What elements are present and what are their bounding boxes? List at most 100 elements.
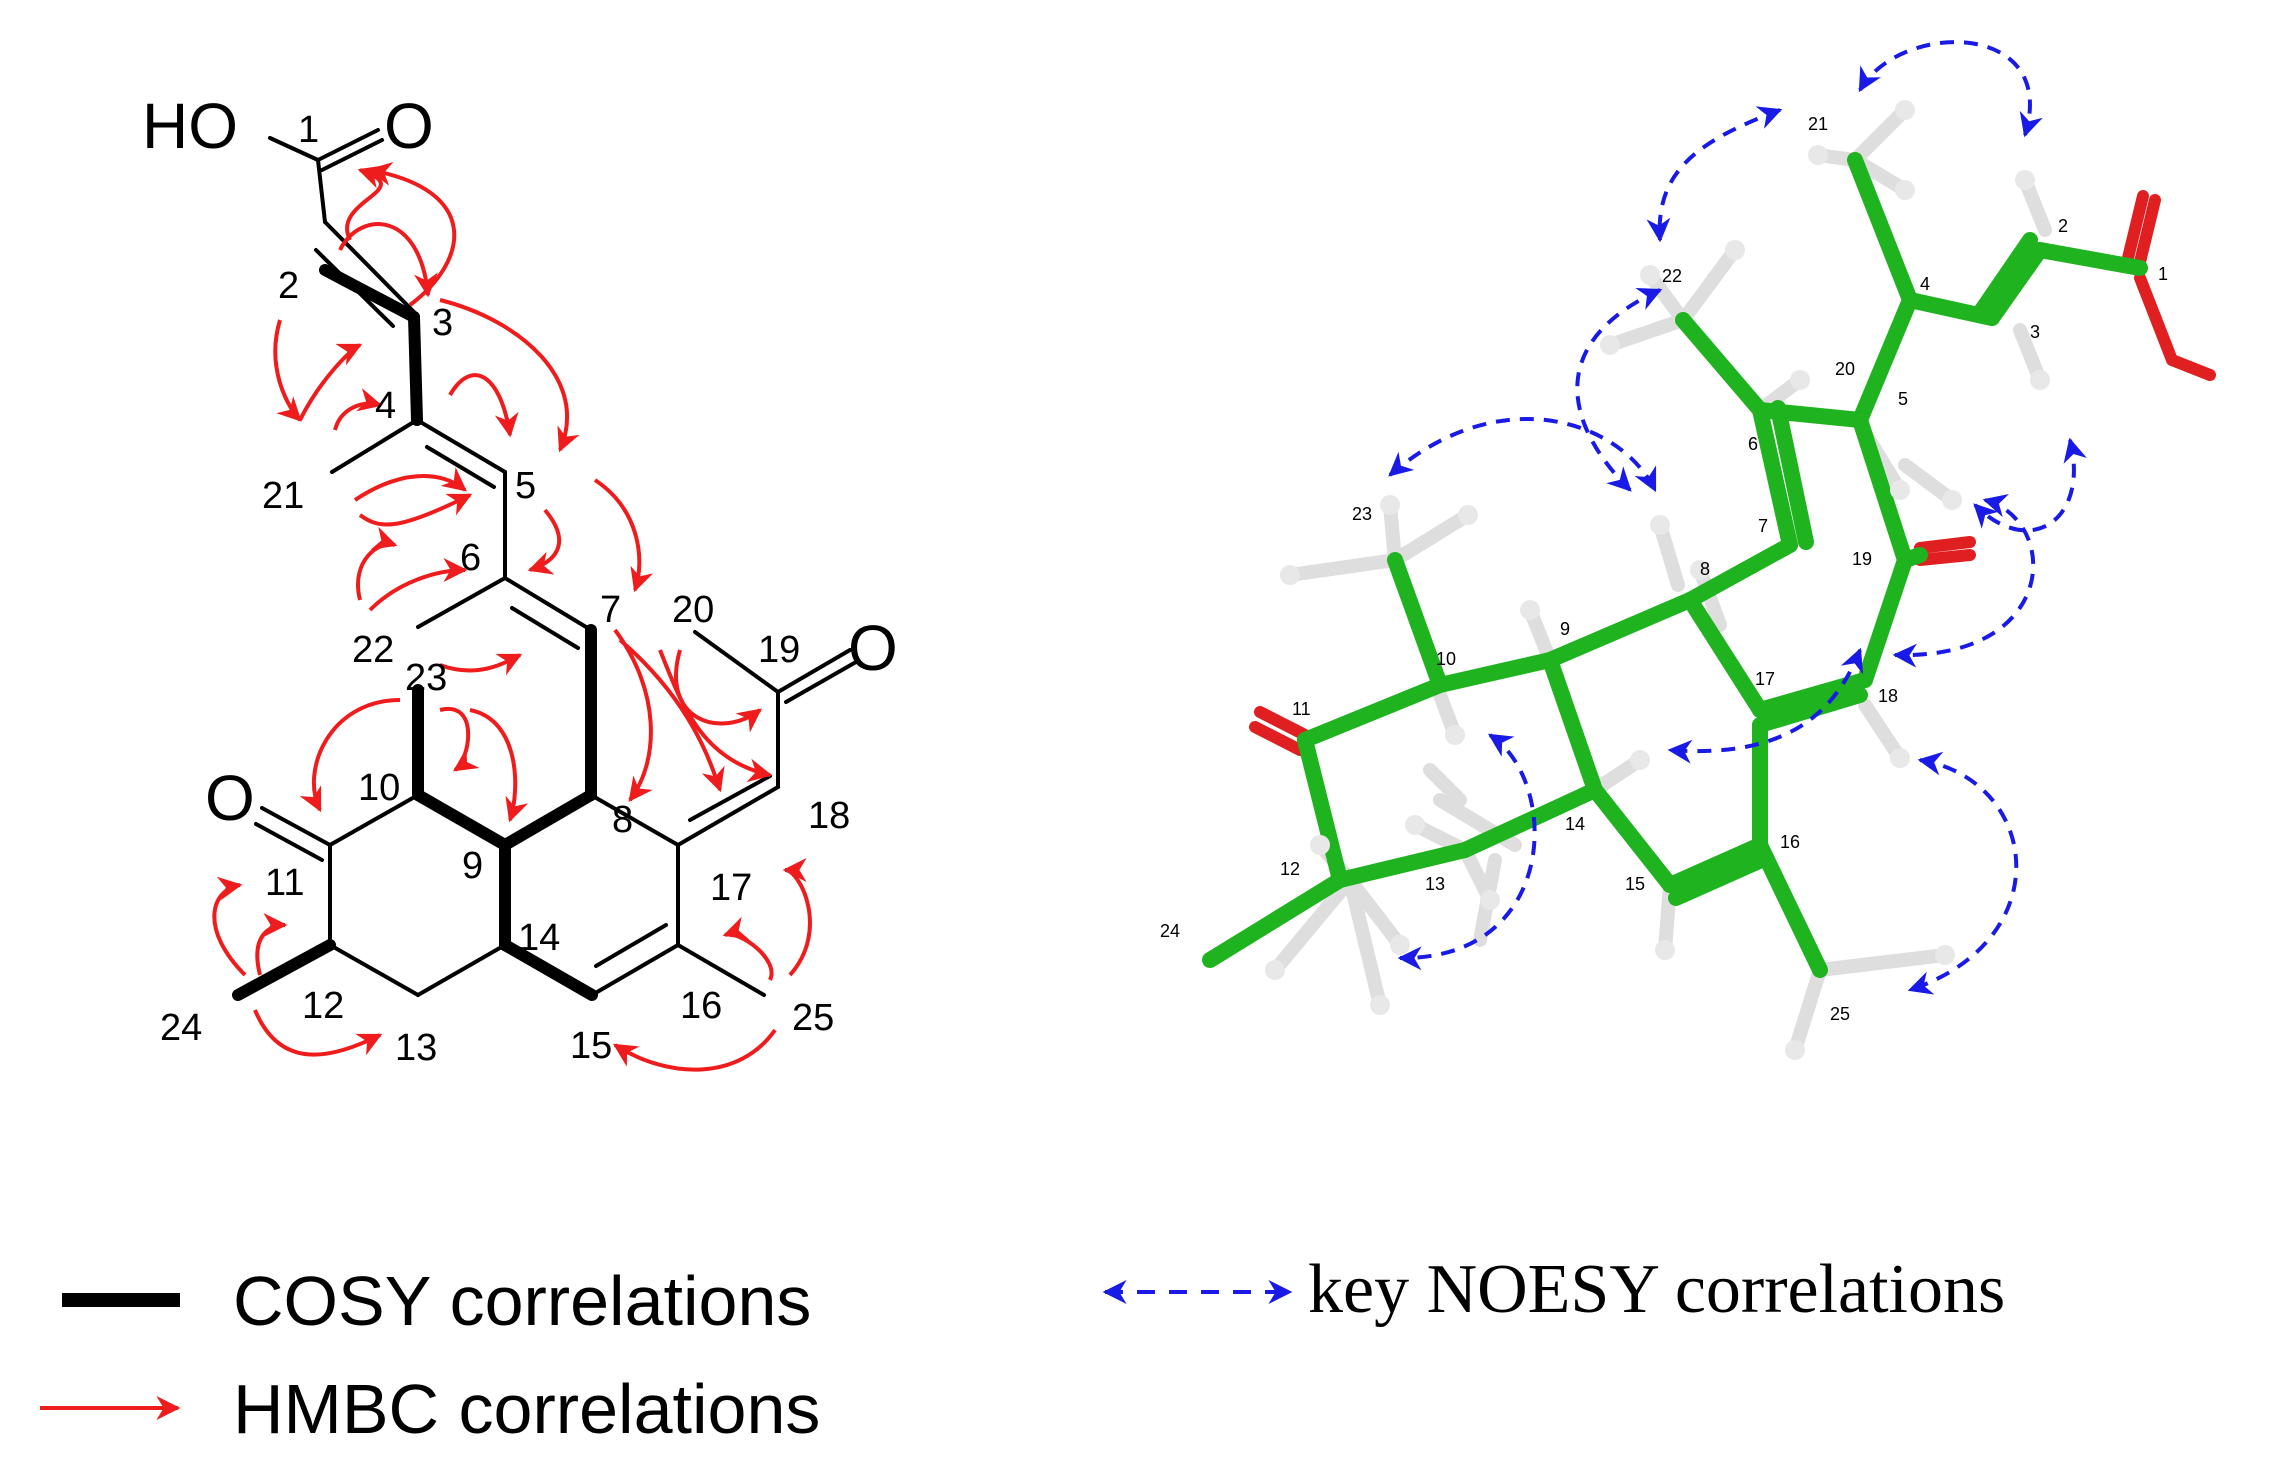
hmbc-arrow [527,508,562,575]
atom-label-1: 1 [298,109,319,151]
hmbc-arrow [612,1028,777,1072]
atom-label-12: 12 [302,985,344,1027]
noesy-arrows [1388,40,2087,995]
atom-label-7: 7 [600,589,621,631]
hmbc-arrow [618,638,725,793]
atom-label-18: 18 [808,795,850,837]
noesy-arrow [1907,751,2019,995]
legend-cosy-label: COSY correlations [233,1262,811,1340]
hmbc-arrow [782,858,812,977]
model-atom-label-1: 1 [2158,264,2168,284]
model-atom-label-5: 5 [1898,389,1908,409]
hydroxyl-label: HO [142,90,238,162]
atom-label-25: 25 [792,997,834,1039]
noesy-arrow [1858,40,2043,138]
hmbc-arrow [255,913,288,976]
thin-bonds [254,128,858,997]
legend: COSY correlations HMBC correlations key … [40,1251,2005,1448]
model-atom-label-23: 23 [1352,504,1372,524]
hmbc-arrow [367,162,457,307]
model-atom-label-25: 25 [1830,1004,1850,1024]
atom-label-23: 23 [405,657,447,699]
atom-label-5: 5 [515,465,536,507]
noesy-arrow [1646,106,1783,243]
hmbc-arrow [298,343,363,421]
noesy-arrow [1575,288,1663,492]
atom-label-9: 9 [462,845,483,887]
atom-label-20: 20 [672,589,714,631]
hmbc-arrow [469,708,529,823]
model-atom-label-3: 3 [2030,322,2040,342]
model-atom-label-4: 4 [1920,274,1930,294]
hmbc-arrow [253,1009,383,1057]
atom-label-21: 21 [262,475,304,517]
hmbc-arrow [333,388,383,431]
model-atom-label-2: 2 [2058,216,2068,236]
model-atom-label-10: 10 [1436,649,1456,669]
model-atom-label-13: 13 [1425,874,1445,894]
carbonyl-o11-label: O [205,762,255,834]
atom-label-19: 19 [758,629,800,671]
model-atom-label-24: 24 [1160,921,1180,941]
hmbc-arrow [439,298,580,453]
model-atom-label-8: 8 [1700,559,1710,579]
atom-label-14: 14 [518,917,560,959]
model-atom-label-14: 14 [1565,814,1585,834]
atom-label-22: 22 [352,629,394,671]
carbonyl-o1-label: O [384,90,434,162]
atom-label-4: 4 [375,385,396,427]
noesy-arrow [1388,416,1657,493]
model-atom-label-16: 16 [1780,832,1800,852]
atom-label-3: 3 [432,302,453,344]
model-atom-label-11: 11 [1292,699,1311,719]
hmbc-arrow [674,649,762,733]
atom-label-24: 24 [160,1007,202,1049]
hmbc-arrow [593,478,654,593]
cosy-bonds [232,264,598,1001]
hmbc-arrow [439,706,480,772]
hmbc-arrow [448,373,519,438]
legend-noesy-label: key NOESY correlations [1308,1251,2005,1328]
noesy-arrow [1973,437,2087,533]
hmbc-arrow [299,698,401,813]
model-atom-label-18: 18 [1878,686,1898,706]
hmbc-arrow [353,467,467,502]
hmbc-arrow [658,649,773,783]
atom-label-11: 11 [265,862,304,904]
atom-label-15: 15 [570,1025,612,1067]
model-3d: 1 2 3 4 5 6 7 8 9 10 11 12 13 14 15 16 1… [1160,40,2216,1060]
noesy-arrow [1397,733,1537,971]
model-atom-label-15: 15 [1625,874,1645,894]
atom-label-10: 10 [358,767,400,809]
model-atom-label-12: 12 [1280,859,1300,879]
atom-label-13: 13 [395,1027,437,1069]
hmbc-arrow [212,876,247,977]
model-atom-label-7: 7 [1758,516,1768,536]
model-atom-label-17: 17 [1755,669,1775,689]
hmbc-arrow [722,916,774,981]
model-atom-label-6: 6 [1748,434,1758,454]
legend-hmbc-label: HMBC correlations [233,1370,820,1448]
model-atom-label-9: 9 [1560,619,1570,639]
model-atom-label-21: 21 [1808,114,1828,134]
atom-label-16: 16 [680,985,722,1027]
model-atom-label-20: 20 [1835,359,1855,379]
hmbc-arrow [613,628,653,802]
atom-label-2: 2 [278,265,299,307]
carbonyl-o19-label: O [848,612,898,684]
hmbc-arrow [439,653,523,676]
model-atom-label-22: 22 [1662,266,1682,286]
atom-labels-3d: 1 2 3 4 5 6 7 8 9 10 11 12 13 14 15 16 1… [1160,114,2168,1024]
hmbc-arrows [212,162,812,1072]
atom-label-6: 6 [460,537,481,579]
hmbc-arrow [358,493,473,527]
hmbc-arrow [356,526,398,601]
atom-label-17: 17 [710,867,752,909]
hmbc-arrow [368,558,468,612]
structure-2d: HO O O O 1 2 3 4 5 6 7 8 9 10 11 12 13 1… [142,90,898,1072]
model-atom-label-19: 19 [1852,549,1872,569]
hmbc-arrow [273,319,302,422]
hydrogen-stubs [1268,103,2052,1057]
hmbc-arrow [345,165,385,241]
